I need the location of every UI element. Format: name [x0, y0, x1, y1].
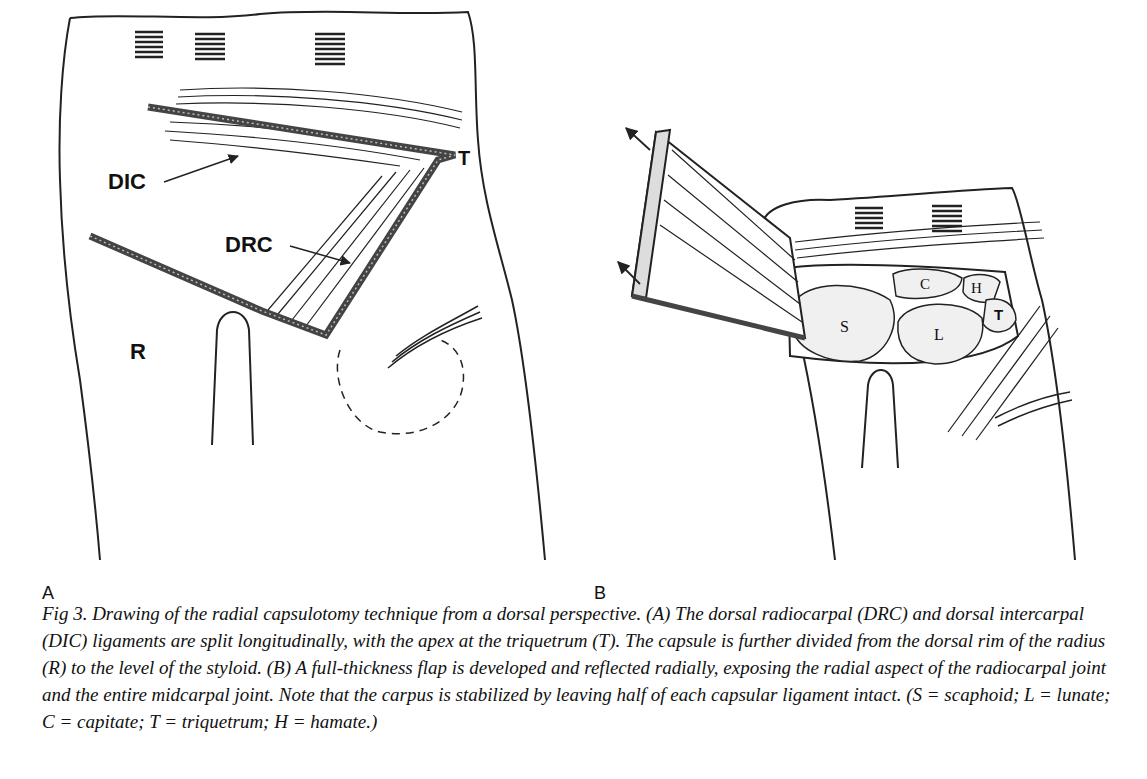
- line-art: [135, 32, 163, 57]
- figure-caption: Fig 3. Drawing of the radial capsulotomy…: [42, 600, 1127, 735]
- bone-label: S: [838, 318, 851, 336]
- bone-label: T: [992, 306, 1005, 323]
- ligament-label: DRC: [223, 233, 275, 257]
- line-art: [948, 306, 1058, 440]
- line-art: [164, 156, 238, 182]
- line-art: [995, 392, 1072, 426]
- bone-label: T: [456, 147, 472, 169]
- line-art: [195, 34, 225, 59]
- line-art: [315, 34, 345, 64]
- panel-letter: A: [40, 583, 56, 603]
- line-art: [793, 285, 894, 361]
- bone-label: H: [969, 280, 984, 297]
- line-art: [893, 269, 962, 298]
- panel-letter: B: [592, 583, 608, 603]
- line-art: [290, 246, 350, 263]
- line-art: [632, 130, 670, 298]
- line-art: [795, 222, 1044, 258]
- line-art: [898, 304, 983, 364]
- bone-label: R: [128, 340, 148, 364]
- line-art: [762, 188, 1075, 560]
- line-art: [660, 150, 802, 322]
- line-art: [176, 88, 462, 128]
- line-art: [90, 107, 455, 335]
- bone-label: L: [932, 326, 946, 344]
- bone-label: C: [918, 276, 932, 293]
- ligament-label: DIC: [106, 170, 148, 194]
- line-art: [337, 340, 463, 434]
- line-art: [632, 296, 805, 338]
- line-art: [855, 208, 883, 228]
- line-art: [626, 128, 650, 150]
- line-art: [388, 306, 482, 368]
- line-art: [90, 107, 455, 335]
- panel-a-art: [59, 12, 545, 560]
- line-art: [59, 18, 100, 560]
- line-art: [212, 312, 253, 445]
- line-art: [983, 299, 1016, 332]
- line-art: [618, 262, 640, 284]
- line-art: [800, 340, 835, 560]
- line-art: [862, 370, 898, 468]
- line-art: [788, 265, 1018, 364]
- panel-b-art: [618, 128, 1075, 560]
- line-art: [70, 12, 545, 560]
